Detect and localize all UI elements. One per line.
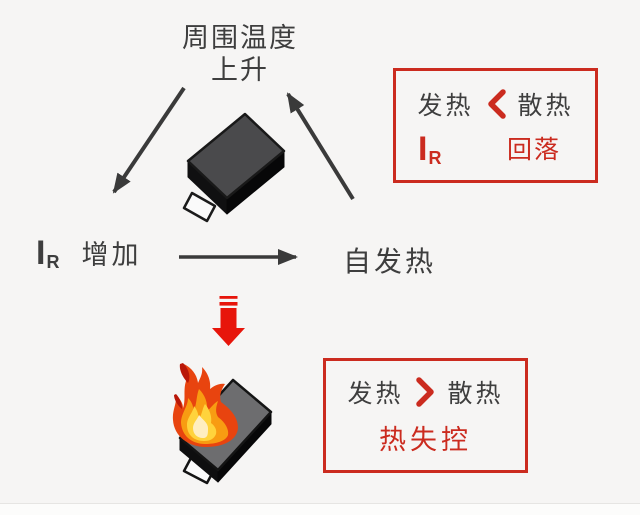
ambient-temp-line1: 周围温度 bbox=[182, 23, 298, 53]
ambient-temp-line2: 上升 bbox=[211, 55, 269, 85]
arrow-ambient-to-ir bbox=[112, 86, 186, 194]
ambient-temp-label: 周围温度 上升 bbox=[160, 22, 320, 86]
arrow-selfheat-to-ambient bbox=[286, 92, 355, 201]
increase-text: 增加 bbox=[81, 240, 142, 270]
bottom-strip bbox=[0, 503, 640, 515]
heat-label: 发热 bbox=[417, 91, 474, 120]
ir-symbol-red: I R bbox=[418, 129, 442, 168]
red-down-arrow-icon bbox=[212, 296, 245, 346]
burning-component-icon bbox=[178, 378, 273, 485]
dissipation-label: 散热 bbox=[447, 380, 504, 408]
flame-icon bbox=[172, 363, 238, 447]
smd-component-icon bbox=[182, 112, 286, 223]
greater-than-icon bbox=[415, 377, 434, 407]
cooldown-condition-row: 发热 散热 bbox=[396, 86, 595, 122]
falls-back-label: 回落 bbox=[506, 135, 561, 164]
dissipation-label: 散热 bbox=[517, 91, 574, 120]
cooldown-box: 发热 散热 I R 回落 bbox=[393, 68, 598, 183]
runaway-box: 发热 散热 热失控 bbox=[323, 358, 528, 473]
cooldown-result-row: I R 回落 bbox=[396, 129, 595, 168]
ir-increase-label: I R 增加 bbox=[36, 233, 141, 272]
heat-label: 发热 bbox=[347, 380, 404, 408]
self-heating-label: 自发热 bbox=[343, 246, 437, 277]
ir-symbol: I R bbox=[36, 233, 60, 272]
runaway-condition-row: 发热 散热 bbox=[326, 374, 525, 410]
less-than-icon bbox=[487, 88, 506, 119]
thermal-runaway-label: 热失控 bbox=[379, 425, 472, 455]
